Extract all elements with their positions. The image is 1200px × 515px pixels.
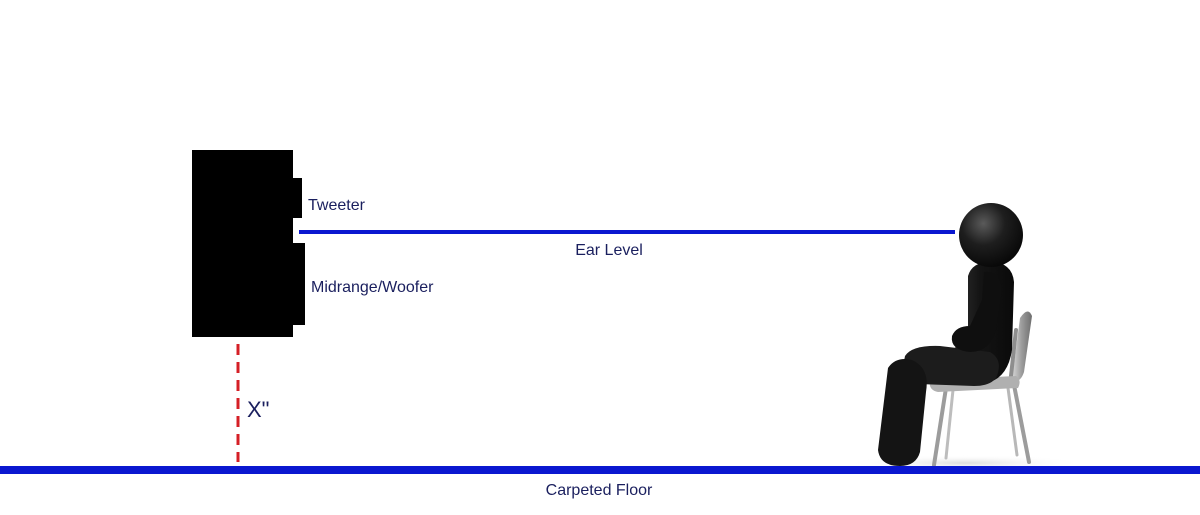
tweeter-driver bbox=[291, 178, 302, 218]
height-label: X" bbox=[247, 397, 269, 422]
tweeter-label: Tweeter bbox=[308, 197, 366, 214]
ear-level-label: Ear Level bbox=[575, 242, 643, 259]
floor-label: Carpeted Floor bbox=[546, 482, 653, 499]
woofer-label: Midrange/Woofer bbox=[311, 279, 434, 296]
speaker bbox=[192, 150, 305, 337]
seated-listener-figure bbox=[878, 203, 1023, 466]
speaker-cabinet bbox=[192, 150, 293, 337]
woofer-driver bbox=[291, 243, 305, 325]
listener-head bbox=[959, 203, 1023, 267]
